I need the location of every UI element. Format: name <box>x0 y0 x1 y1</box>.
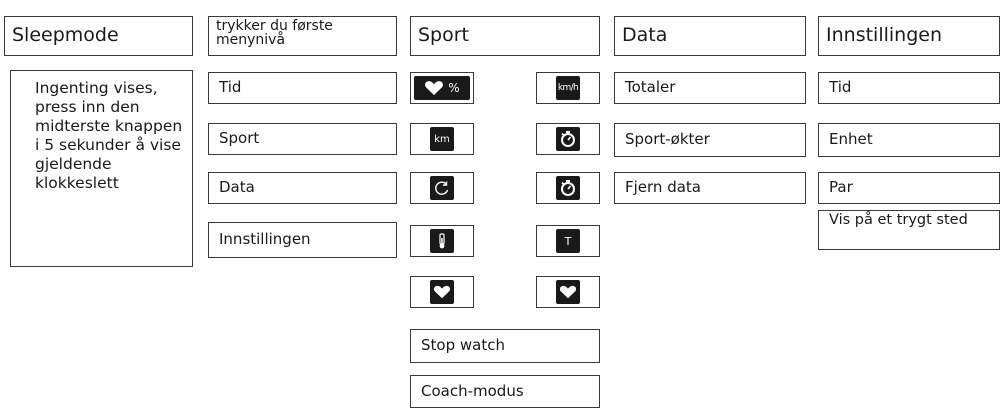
settings-header: Innstillingen <box>818 16 1000 56</box>
data-item-totaler[interactable]: Totaler <box>614 72 806 104</box>
settings-item-tid[interactable]: Tid <box>818 72 1000 104</box>
data-item-sport-okter[interactable]: Sport-økter <box>614 123 806 157</box>
heart-icon[interactable] <box>410 276 474 308</box>
percent-label: % <box>448 81 460 95</box>
distance-unit-label: km <box>434 133 450 145</box>
sleepmode-description: Ingenting vises, press inn den midterste… <box>10 70 193 267</box>
stopwatch-icon[interactable] <box>536 172 600 204</box>
settings-item-enhet[interactable]: Enhet <box>818 123 1000 157</box>
data-item-fjern-data[interactable]: Fjern data <box>614 172 806 204</box>
data-header: Data <box>614 16 806 56</box>
speed-icon[interactable]: km/h <box>536 72 600 104</box>
temperature-label: T <box>564 234 572 248</box>
temperature-icon[interactable]: T <box>536 225 600 257</box>
menu-item-innstillingen[interactable]: Innstillingen <box>208 222 397 258</box>
lap-icon[interactable] <box>410 172 474 204</box>
menu-item-tid[interactable]: Tid <box>208 72 397 104</box>
settings-item-par[interactable]: Par <box>818 172 1000 204</box>
sport-item-coach-modus[interactable]: Coach-modus <box>410 375 600 408</box>
stopwatch-icon[interactable] <box>536 123 600 155</box>
sleepmode-header: Sleepmode <box>4 16 193 56</box>
speed-unit-label: km/h <box>557 83 579 93</box>
menu-item-data[interactable]: Data <box>208 172 397 204</box>
heart-icon <box>425 81 444 95</box>
heart-percent-icon[interactable]: % <box>410 72 474 104</box>
heart-icon[interactable] <box>536 276 600 308</box>
menu-level-header: trykker du første menynivå <box>208 16 397 56</box>
sport-item-stop-watch[interactable]: Stop watch <box>410 329 600 363</box>
sport-header: Sport <box>410 16 600 56</box>
thermometer-icon[interactable] <box>410 225 474 257</box>
distance-icon[interactable]: km <box>410 123 474 155</box>
settings-item-vis-pa-et-trygt-sted[interactable]: Vis på et trygt sted <box>818 210 1000 250</box>
menu-item-sport[interactable]: Sport <box>208 123 397 155</box>
